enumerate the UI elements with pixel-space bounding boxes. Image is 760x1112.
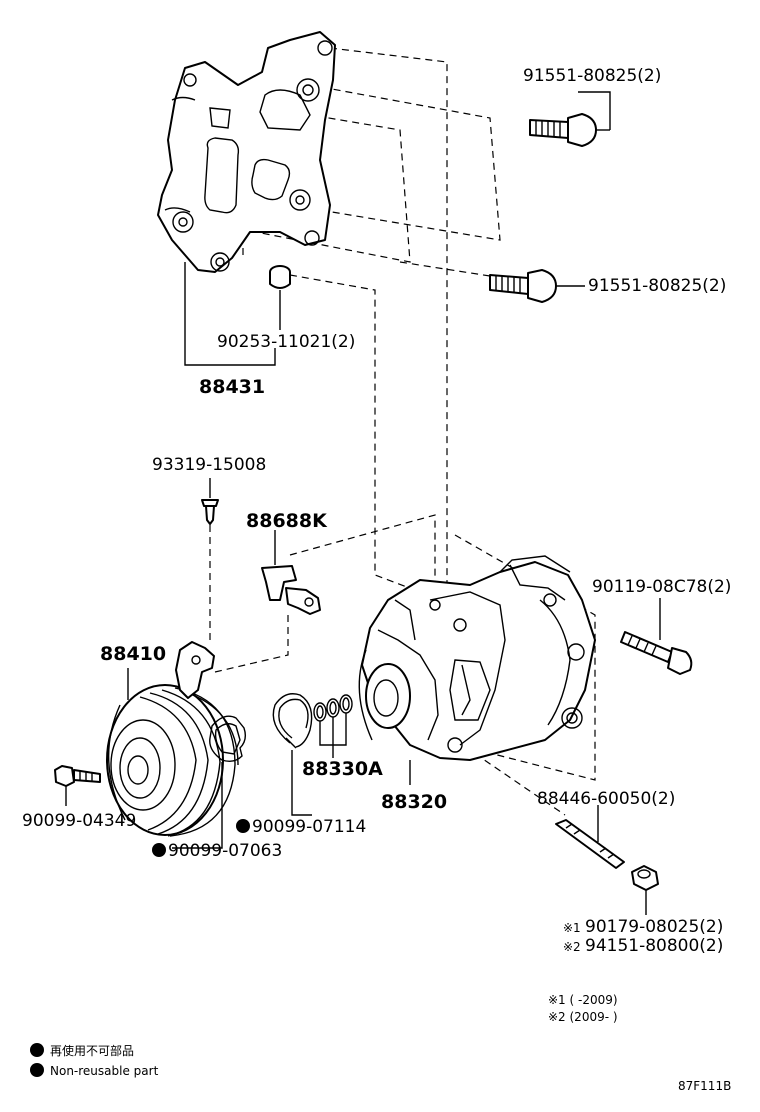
- label-bolt-lower: 91551-80825(2): [588, 276, 726, 296]
- label-nut-2: 94151-80800(2): [585, 936, 723, 956]
- sensor-88688k: [261, 530, 321, 615]
- label-nut-1-prefix: ※1: [563, 921, 581, 935]
- label-compressor: 88320: [381, 791, 447, 813]
- nut-90179-08025: [631, 865, 659, 915]
- figure-code: 87F111B: [678, 1079, 731, 1093]
- label-snap-ring-1: 90099-07114: [252, 817, 366, 837]
- label-clutch: 88410: [100, 643, 166, 665]
- bracket-leader: [184, 262, 276, 366]
- o-rings-88330a: [313, 694, 353, 758]
- clutch-88410: [106, 641, 247, 849]
- label-bracket: 88431: [199, 376, 265, 398]
- label-nut-2-prefix: ※2: [563, 940, 581, 954]
- label-bolt-upper: 91551-80825(2): [523, 66, 661, 86]
- non-reusable-mark-07114: [236, 819, 250, 833]
- bolt-91551-80825-upper: [529, 91, 611, 147]
- bolt-90099-04349: [54, 765, 101, 806]
- label-sensor: 88688K: [246, 510, 328, 532]
- legend-dot-jp: [30, 1043, 44, 1057]
- label-screw: 93319-15008: [152, 455, 266, 475]
- stud-88446-60050: [555, 805, 625, 869]
- snap-ring-90099-07114: [272, 693, 313, 816]
- bolt-91551-80825-lower: [489, 269, 585, 303]
- legend-dot-en: [30, 1063, 44, 1077]
- non-reusable-mark-07063: [152, 843, 166, 857]
- label-nut-1: 90179-08025(2): [585, 917, 723, 937]
- collar-90253-11021: [269, 265, 291, 330]
- legend-en: Non-reusable part: [50, 1064, 159, 1078]
- bolt-90119-08c78: [620, 598, 693, 675]
- footnote-1: ※1 ( -2009): [548, 993, 618, 1007]
- screw-93319-15008: [201, 478, 219, 525]
- label-comp-bolt: 90119-08C78(2): [592, 577, 731, 597]
- bracket-88431: [157, 31, 336, 273]
- label-clutch-bolt: 90099-04349: [22, 811, 136, 831]
- label-oring-kit: 88330A: [302, 758, 383, 780]
- label-stud: 88446-60050(2): [537, 789, 675, 809]
- legend-jp: 再使用不可部品: [50, 1043, 134, 1058]
- footnote-2: ※2 (2009- ): [548, 1010, 618, 1024]
- label-collar: 90253-11021(2): [217, 332, 355, 352]
- label-snap-ring-2: 90099-07063: [168, 841, 282, 861]
- compressor-88320: [358, 555, 596, 785]
